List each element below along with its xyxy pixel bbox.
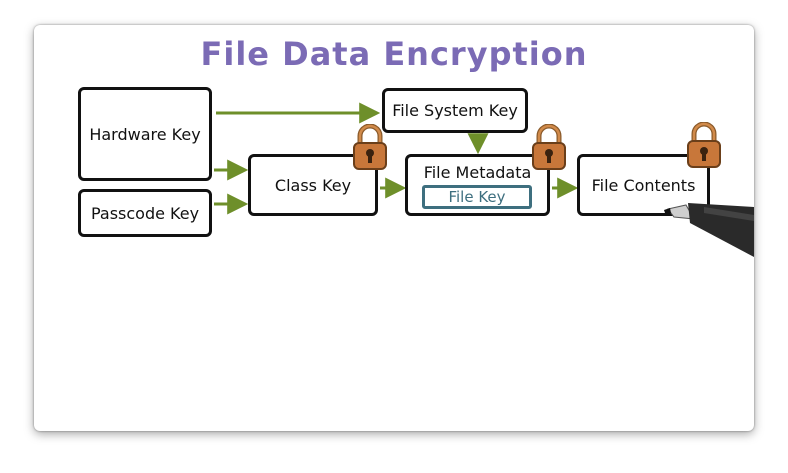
class-key-label: Class Key <box>274 175 352 195</box>
hardware-key-box: Hardware Key <box>78 87 212 181</box>
file-system-key-box: File System Key <box>382 88 528 133</box>
slide-frame: File Data Encryption Hardware Key Passco… <box>34 25 754 431</box>
padlock-icon <box>353 124 387 170</box>
file-contents-label: File Contents <box>591 175 696 195</box>
padlock-icon <box>532 124 566 170</box>
file-metadata-label: File Metadata <box>423 163 532 182</box>
pen-icon <box>664 203 754 257</box>
file-contents-box: File Contents <box>577 154 710 216</box>
file-metadata-box: File Metadata File Key <box>405 154 550 216</box>
padlock-icon <box>687 122 721 168</box>
file-system-key-label: File System Key <box>392 101 518 120</box>
file-key-box: File Key <box>422 185 532 209</box>
passcode-key-label: Passcode Key <box>90 203 200 223</box>
passcode-key-box: Passcode Key <box>78 189 212 237</box>
hardware-key-label: Hardware Key <box>89 124 201 144</box>
connector-arrows <box>214 102 579 215</box>
diagram-title: File Data Encryption <box>200 35 588 73</box>
file-key-label: File Key <box>448 188 506 206</box>
